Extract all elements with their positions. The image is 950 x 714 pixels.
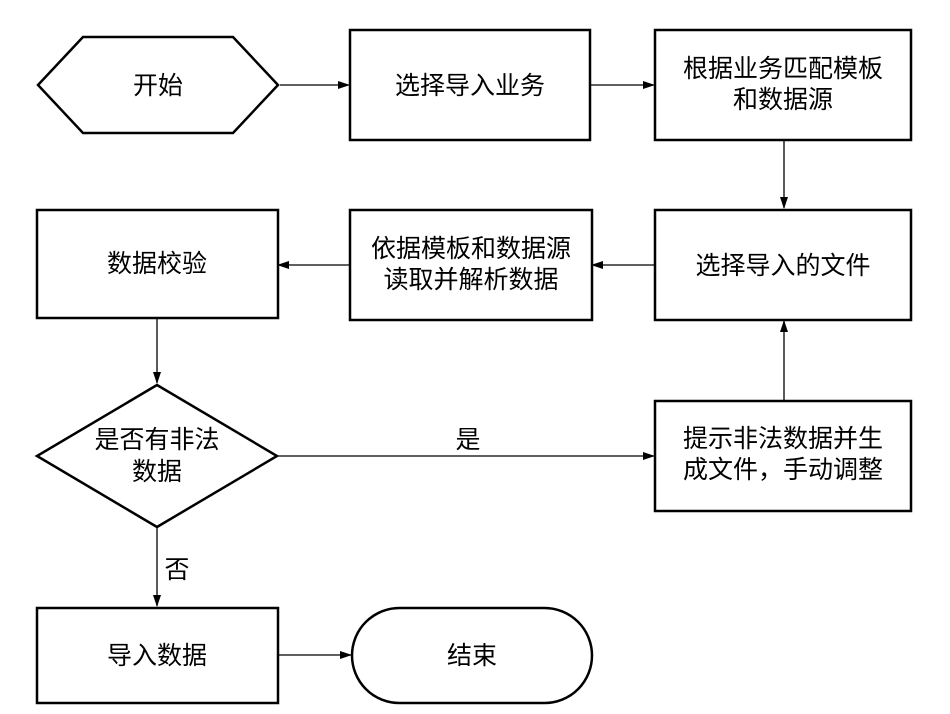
import-label: 导入数据 — [107, 641, 207, 670]
import-node: 导入数据 — [35, 606, 280, 705]
match-template-node: 根据业务匹配模板 和数据源 — [653, 28, 913, 142]
match-template-label-line2: 和数据源 — [733, 85, 833, 114]
prompt-illegal-node: 提示非法数据并生 成文件，手动调整 — [653, 399, 913, 513]
validate-label: 数据校验 — [107, 249, 207, 278]
end-node: 结束 — [350, 606, 594, 705]
select-business-label: 选择导入业务 — [395, 71, 545, 100]
select-file-node: 选择导入的文件 — [653, 208, 913, 322]
end-label: 结束 — [447, 641, 497, 670]
select-business-node: 选择导入业务 — [348, 28, 592, 142]
illegal-check-label-line1: 是否有非法 — [94, 425, 219, 454]
validate-node: 数据校验 — [35, 208, 280, 320]
prompt-illegal-label-line2: 成文件，手动调整 — [683, 455, 883, 484]
edges — [153, 81, 788, 659]
read-parse-node: 依据模板和数据源 读取并解析数据 — [348, 208, 594, 322]
read-parse-label-line2: 读取并解析数据 — [383, 265, 558, 294]
read-parse-label-line1: 依据模板和数据源 — [371, 234, 571, 263]
no-label: 否 — [164, 555, 189, 584]
start-node: 开始 — [36, 35, 280, 135]
illegal-check-node: 是否有非法 数据 — [34, 383, 280, 529]
yes-label: 是 — [455, 425, 480, 454]
prompt-illegal-label-line1: 提示非法数据并生 — [683, 424, 883, 453]
select-file-label: 选择导入的文件 — [695, 251, 870, 280]
match-template-label-line1: 根据业务匹配模板 — [683, 54, 883, 83]
start-label: 开始 — [133, 71, 183, 100]
illegal-check-label-line2: 数据 — [132, 457, 182, 486]
